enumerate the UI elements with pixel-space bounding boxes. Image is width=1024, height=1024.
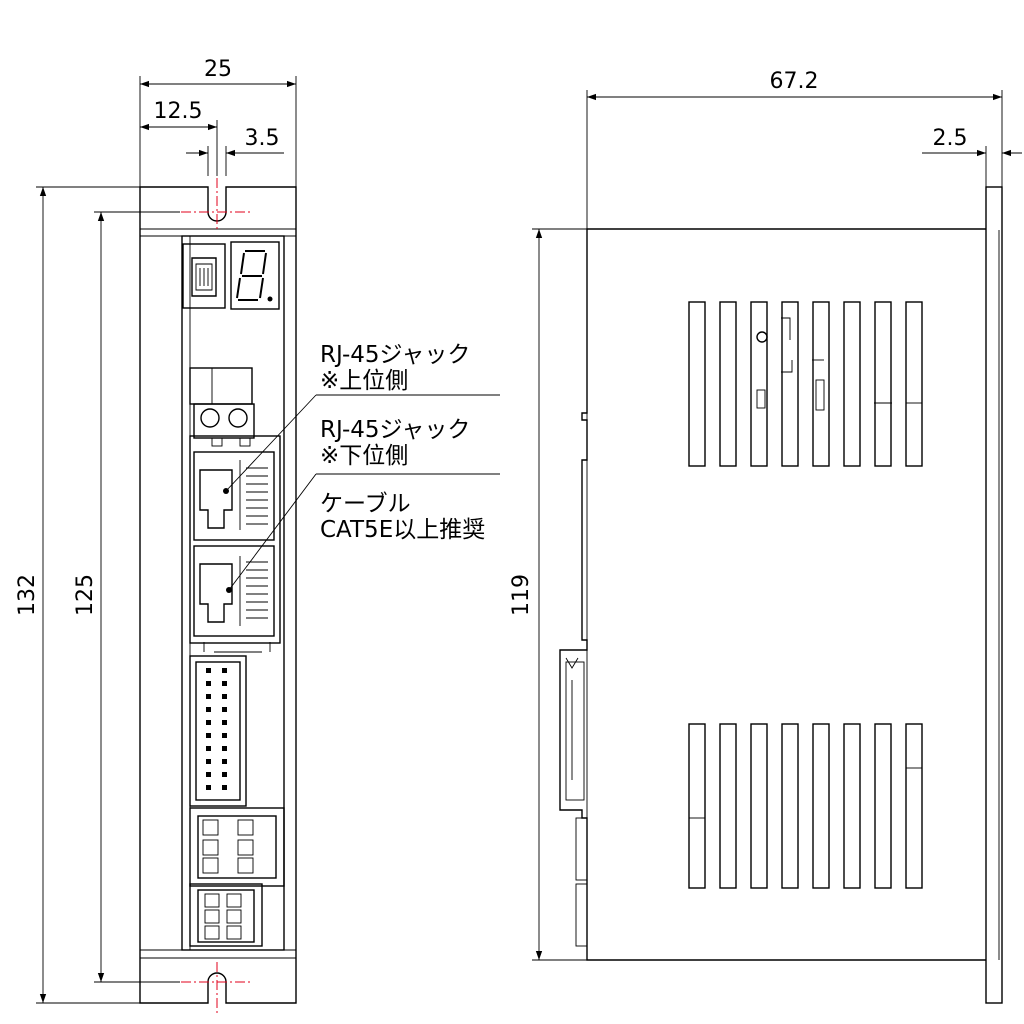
seven-segment-display-icon [230, 241, 280, 310]
vent-slot [781, 301, 799, 467]
pin-icon [222, 668, 227, 673]
pin-icon [206, 785, 211, 790]
led-block-icon [189, 367, 255, 447]
pin-icon [222, 772, 227, 777]
side-flange [985, 186, 1003, 1004]
callouts: RJ-45ジャック ※上位側 RJ-45ジャック ※下位側 ケーブル CAT5E… [225, 342, 500, 591]
rj45-lower-jack [193, 545, 275, 653]
pin-icon [206, 694, 211, 699]
rj45-upper-jack [189, 435, 281, 644]
front-face-panel [181, 235, 285, 951]
vent-slot [750, 301, 768, 467]
side-vents-lower [688, 723, 923, 889]
pin-icon [222, 694, 227, 699]
dim-front-width: 25 [204, 57, 232, 82]
side-view [559, 186, 1003, 1004]
front-plate-outline [139, 186, 297, 1004]
vent-slot [812, 723, 830, 889]
side-dimensions: 67.2 2.5 119 [509, 69, 1022, 961]
pin-icon [206, 707, 211, 712]
dim-mount-pitch: 125 [73, 574, 98, 616]
vent-slot [843, 723, 861, 889]
vent-slot [843, 301, 861, 467]
dim-front-height-total: 132 [15, 574, 40, 616]
pin-icon [222, 759, 227, 764]
io-header-connector [189, 655, 247, 807]
vent-slot [874, 723, 892, 889]
vent-slot [905, 723, 923, 889]
pin-icon [206, 681, 211, 686]
label-rj45-lower-note: ※下位側 [320, 443, 408, 469]
pin-icon [222, 785, 227, 790]
dim-side-height: 119 [509, 574, 534, 616]
vent-slot [719, 301, 737, 467]
vent-slot [874, 301, 892, 467]
label-rj45-upper-title: RJ-45ジャック [320, 342, 470, 368]
usb-port-icon [182, 243, 226, 309]
front-view [139, 178, 297, 1016]
pin-icon [206, 733, 211, 738]
vent-slot [688, 301, 706, 467]
vent-slot [905, 301, 923, 467]
label-rj45-upper-note: ※上位側 [320, 368, 408, 394]
label-cable-note: CAT5E以上推奨 [320, 517, 485, 543]
vent-slot [719, 723, 737, 889]
label-rj45-lower-title: RJ-45ジャック [320, 417, 470, 443]
dim-mount-hole-offset: 3.5 [245, 126, 280, 151]
label-cable-title: ケーブル [320, 491, 411, 517]
pin-icon [206, 668, 211, 673]
front-dimensions: 25 12.5 3.5 132 125 [15, 57, 297, 1004]
vent-slot [781, 723, 799, 889]
pin-icon [222, 707, 227, 712]
dim-side-depth: 67.2 [770, 69, 819, 94]
vent-slot [688, 723, 706, 889]
pin-icon [222, 681, 227, 686]
vent-slot [812, 301, 830, 467]
power-connector-lower [189, 883, 263, 947]
dim-front-half-width: 12.5 [154, 99, 203, 124]
dim-flange-thickness: 2.5 [933, 126, 968, 151]
pin-icon [222, 720, 227, 725]
power-connector-upper [189, 807, 285, 887]
pin-icon [222, 733, 227, 738]
pin-icon [206, 746, 211, 751]
pin-icon [206, 720, 211, 725]
side-vents-upper [688, 301, 923, 467]
pin-icon [222, 746, 227, 751]
vent-slot [750, 723, 768, 889]
pin-icon [206, 759, 211, 764]
pin-icon [206, 772, 211, 777]
